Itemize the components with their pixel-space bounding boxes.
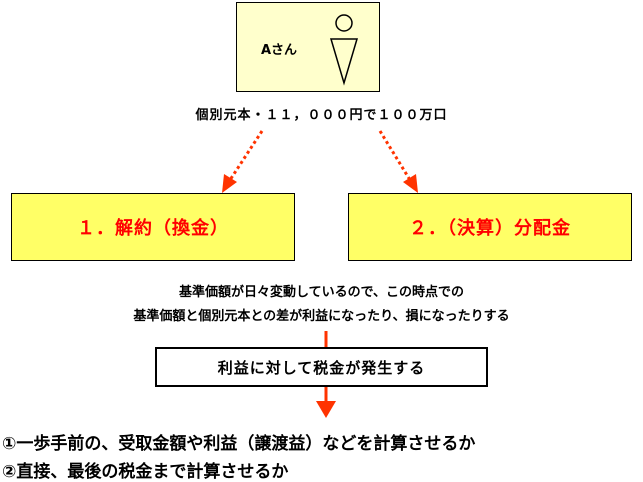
option-cancel: １．解約（換金） bbox=[11, 193, 295, 261]
question-1: ①一歩手前の、受取金額や利益（譲渡益）などを計算させるか bbox=[2, 434, 476, 454]
person-box: Aさん bbox=[236, 2, 380, 92]
question-2: ②直接、最後の税金まで計算させるか bbox=[2, 462, 289, 482]
explanation-line-2: 基準価額と個別元本との差が利益になったり、損になったりする bbox=[133, 309, 510, 324]
person-icon bbox=[329, 14, 359, 86]
arrow-head-questions bbox=[316, 401, 336, 418]
explanation-line-1: 基準価額が日々変動しているので、この時点での bbox=[178, 285, 465, 300]
explanation: 基準価額が日々変動しているので、この時点での 基準価額と個別元本との差が利益にな… bbox=[0, 281, 643, 329]
arrow-head-cancel bbox=[222, 174, 237, 193]
arrow-to-distribution bbox=[378, 130, 412, 181]
arrow-to-cancel bbox=[228, 130, 264, 181]
option-distribution: ２．（決算）分配金 bbox=[348, 193, 632, 261]
result-text: 利益に対して税金が発生する bbox=[217, 358, 426, 377]
person-label: Aさん bbox=[261, 43, 298, 58]
arrow-head-distribution bbox=[403, 174, 418, 193]
result-box: 利益に対して税金が発生する bbox=[155, 347, 488, 387]
option-distribution-label: ２．（決算）分配金 bbox=[409, 218, 571, 239]
investment-text: 個別元本・１１，０００円で１００万口 bbox=[195, 108, 448, 123]
option-cancel-label: １．解約（換金） bbox=[77, 218, 229, 239]
